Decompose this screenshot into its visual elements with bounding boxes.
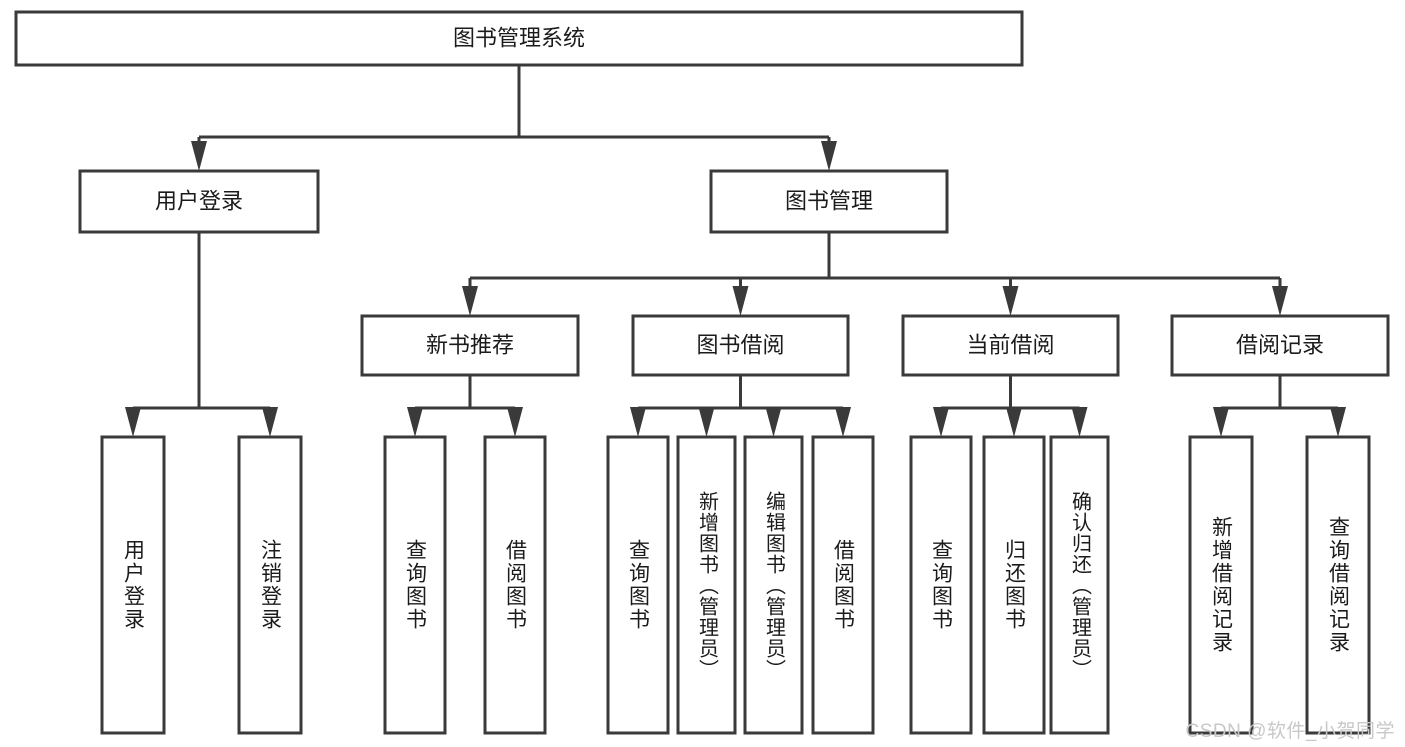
arrow-head-icon	[1071, 407, 1088, 437]
arrow-head-icon	[765, 407, 782, 437]
arrow-head-icon	[1330, 407, 1346, 437]
node-box-leaf-3[interactable]	[483, 435, 547, 735]
node-box-root[interactable]	[14, 10, 1024, 67]
node-box-leaf-7[interactable]	[811, 435, 875, 735]
node-box-level1-1[interactable]	[709, 169, 949, 234]
arrow-head-icon	[835, 407, 851, 437]
arrow-head-icon	[125, 407, 141, 437]
node-box-leaf-11[interactable]	[1188, 435, 1254, 735]
connector-lines	[125, 65, 1346, 437]
arrow-head-icon	[821, 141, 837, 171]
node-box-leaf-2[interactable]	[383, 435, 447, 735]
arrow-head-icon	[1272, 286, 1288, 316]
node-box-leaf-0[interactable]	[100, 435, 166, 735]
arrow-head-icon	[630, 407, 646, 437]
node-box-leaf-5[interactable]	[676, 435, 737, 735]
node-box-level1-0[interactable]	[78, 169, 320, 234]
arrow-head-icon	[1002, 286, 1019, 316]
node-box-leaf-8[interactable]	[909, 435, 973, 735]
arrow-head-icon	[462, 286, 478, 316]
node-label-level2-3: 借阅记录	[1236, 332, 1324, 357]
node-box-leaf-1[interactable]	[237, 435, 303, 735]
node-box-level2-1[interactable]	[631, 314, 850, 377]
node-label-level2-0: 新书推荐	[426, 332, 514, 357]
arrow-head-icon	[407, 407, 423, 437]
arrow-head-icon	[507, 407, 523, 437]
arrow-head-icon	[262, 407, 278, 437]
arrow-head-icon	[1213, 407, 1229, 437]
node-box-leaf-12[interactable]	[1305, 435, 1371, 735]
node-box-leaf-10[interactable]	[1049, 435, 1110, 735]
arrow-head-icon	[191, 141, 207, 171]
node-label-level2-1: 图书借阅	[696, 332, 784, 357]
arrow-head-icon	[1006, 407, 1022, 437]
node-box-leaf-6[interactable]	[743, 435, 804, 735]
node-box-leaf-4[interactable]	[606, 435, 670, 735]
node-box-level2-3[interactable]	[1170, 314, 1390, 377]
arrow-head-icon	[698, 407, 715, 437]
node-boxes	[14, 10, 1390, 735]
node-label-level1-0: 用户登录	[155, 188, 243, 213]
node-box-level2-0[interactable]	[360, 314, 580, 377]
arrow-head-icon	[732, 286, 749, 316]
node-box-level2-2[interactable]	[901, 314, 1120, 377]
node-box-leaf-9[interactable]	[982, 435, 1046, 735]
node-label-level2-2: 当前借阅	[966, 332, 1054, 357]
node-label-root: 图书管理系统	[453, 25, 585, 50]
node-label-level1-1: 图书管理	[785, 188, 873, 213]
csdn-watermark: CSDN @软件_小贺同学	[1185, 721, 1395, 742]
arrow-head-icon	[933, 407, 949, 437]
